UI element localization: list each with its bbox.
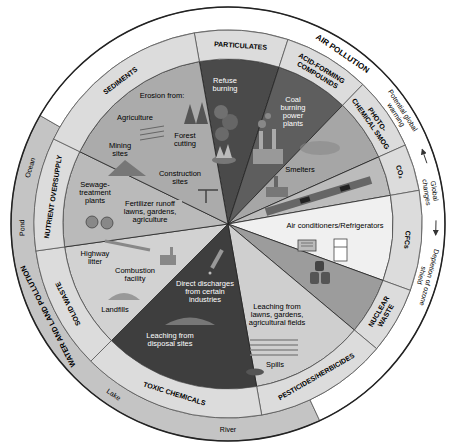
appliances-part	[334, 247, 347, 248]
change-arrows-part	[435, 220, 436, 235]
refuse-fire	[212, 105, 238, 164]
source-label: Coal burning power plants	[273, 96, 313, 128]
crop-field-part	[250, 354, 298, 356]
wheel-rim	[11, 7, 445, 441]
category-band	[257, 330, 377, 415]
power-plant-part	[265, 113, 271, 119]
road-traffic-part	[339, 184, 350, 192]
source-label: Smelters	[284, 166, 316, 174]
ring-label: Pond	[19, 219, 27, 235]
source-label: Agriculture	[116, 114, 154, 122]
erosion-scene-part	[196, 102, 208, 124]
landfill-part	[170, 247, 173, 255]
crop-field-part	[250, 349, 298, 351]
source-label: Direct discharges from certain industrie…	[173, 280, 237, 304]
smelter-part	[300, 141, 340, 155]
air-ring	[40, 7, 445, 421]
road-traffic	[266, 180, 371, 212]
sewage-tanks-part	[101, 217, 113, 229]
landfill-part	[108, 293, 140, 300]
landfill	[105, 241, 176, 300]
refuse-fire-part	[214, 105, 228, 119]
erosion-scene-part	[198, 190, 218, 203]
smelter-part	[266, 187, 288, 197]
change-arrows-part	[422, 150, 427, 164]
source-label: Air conditioners/Refrigerators	[285, 222, 384, 230]
source-label: Sewage-treatment plants	[73, 181, 117, 205]
landfill-part	[160, 255, 176, 265]
road-traffic-part	[299, 196, 310, 204]
category-band	[194, 30, 288, 67]
power-plant-part	[259, 131, 263, 149]
category-band	[383, 190, 422, 290]
source-label: Mining sites	[105, 142, 135, 158]
source-label: Construction sites	[155, 170, 205, 186]
waste-barrels-part	[321, 272, 330, 284]
erosion-scene-part	[184, 104, 196, 124]
smelter-part	[274, 176, 278, 187]
road-traffic-part	[266, 180, 371, 212]
ring-label: River	[220, 426, 236, 434]
sewage-tanks-part	[86, 216, 98, 228]
erosion-scene-part	[108, 160, 146, 176]
sewage-tanks	[86, 216, 113, 229]
waste-barrels-part	[310, 272, 319, 284]
crop-field	[246, 340, 298, 376]
crop-field-part	[246, 369, 264, 376]
crop-field-part	[250, 344, 298, 346]
source-label: Combustion facility	[113, 267, 157, 283]
refuse-fire-part	[216, 144, 232, 158]
power-plant-part	[258, 120, 266, 128]
waste-barrels-part	[315, 261, 324, 271]
source-label: Erosion from:	[139, 92, 186, 100]
waste-barrels	[310, 261, 330, 284]
wheel-sectors	[11, 7, 445, 441]
source-label: Fertilizer runoff lawns, gardens, agricu…	[118, 200, 182, 224]
appliances-part	[301, 246, 313, 247]
appliances	[298, 239, 347, 261]
discharge-pipe-part	[212, 250, 222, 268]
erosion-scene-part	[140, 126, 164, 140]
category-band	[91, 341, 262, 418]
source-label: Refuse burning	[208, 77, 242, 93]
category-label: CFCs	[402, 230, 411, 249]
source-label: Forest cutting	[169, 132, 201, 148]
crop-field-part	[250, 339, 298, 341]
source-label: Leaching from lawns, gardens, agricultur…	[247, 303, 307, 327]
appliances-part	[298, 240, 316, 251]
source-label: Highway litter	[79, 250, 111, 266]
power-plant-part	[272, 129, 276, 149]
source-label: Leaching from disposal sites	[139, 332, 201, 348]
appliances-part	[301, 243, 313, 244]
discharge-pipe-part	[165, 318, 215, 326]
power-plant-part	[253, 149, 283, 164]
discharge-pipe-part	[209, 272, 212, 275]
source-label: Landfills	[100, 306, 130, 314]
appliances-part	[334, 239, 347, 261]
landfill-part	[105, 241, 150, 250]
smelter	[266, 141, 340, 197]
category-band	[379, 145, 419, 195]
source-label: Spills	[265, 361, 285, 369]
